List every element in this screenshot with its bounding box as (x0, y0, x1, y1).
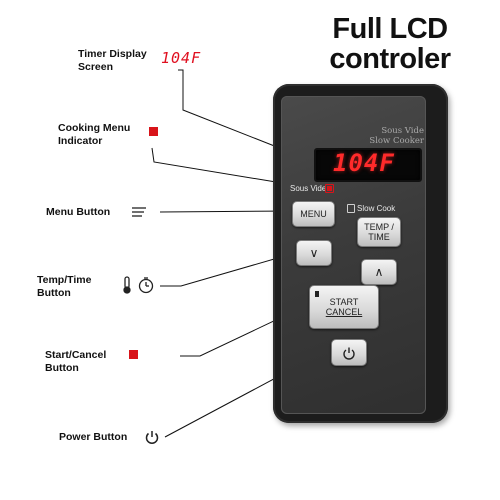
mode-sous-vide-indicator (325, 184, 334, 193)
menu-button-text: MENU (300, 209, 327, 219)
start-cancel-button-label: Start/Cancel Button (45, 349, 107, 374)
down-button[interactable]: ∨ (296, 240, 332, 266)
cooking-menu-indicator-swatch (149, 127, 158, 136)
temp-time-button-label: Temp/Time Button (37, 274, 92, 299)
start-button-text-2: CANCEL (325, 307, 363, 317)
leader-menu (159, 210, 295, 213)
leader-timer (178, 69, 316, 163)
brand-line-1: Sous Vide (381, 126, 424, 136)
thermometer-timer-icon (123, 276, 154, 294)
temp-button-text-1: TEMP / (364, 222, 394, 232)
start-cancel-swatch (129, 350, 138, 359)
menu-button[interactable]: MENU (292, 201, 335, 227)
start-cancel-button[interactable]: START CANCEL (309, 285, 379, 329)
mode-slow-cook-label: Slow Cook (357, 204, 396, 213)
temp-time-button[interactable]: TEMP / TIME (357, 217, 401, 247)
timer-display-label: Timer Display Screen (78, 48, 147, 73)
menu-lines-icon (132, 207, 146, 217)
power-icon (145, 431, 159, 444)
title-line-2: controler (329, 43, 451, 75)
title-line-1: Full LCD (332, 13, 448, 45)
mode-sous-vide-label: Sous Vide (290, 184, 327, 193)
timer-display-sample: 104F (161, 49, 202, 67)
brand-line-2: Slow Cooker (369, 136, 424, 146)
chevron-down-icon: ∨ (309, 246, 319, 260)
power-button-icon (343, 347, 355, 360)
menu-button-label: Menu Button (46, 206, 111, 218)
lcd-screen (314, 148, 422, 182)
power-button-label: Power Button (59, 431, 128, 443)
page-title: Full LCD controler (300, 14, 480, 74)
start-button-text-1: START (329, 297, 359, 307)
leader-cooking-menu (151, 147, 283, 184)
power-button[interactable] (331, 339, 367, 366)
brand-text: Sous Vide Slow Cooker (360, 126, 424, 146)
mode-slow-cook-indicator (347, 204, 355, 213)
chevron-up-icon: ∧ (374, 265, 384, 279)
up-button[interactable]: ∧ (361, 259, 397, 285)
lcd-readout: 104F (333, 149, 395, 177)
start-indicator-light (315, 291, 319, 297)
cooking-menu-indicator-label: Cooking Menu Indicator (58, 122, 131, 147)
temp-button-text-2: TIME (368, 232, 390, 242)
